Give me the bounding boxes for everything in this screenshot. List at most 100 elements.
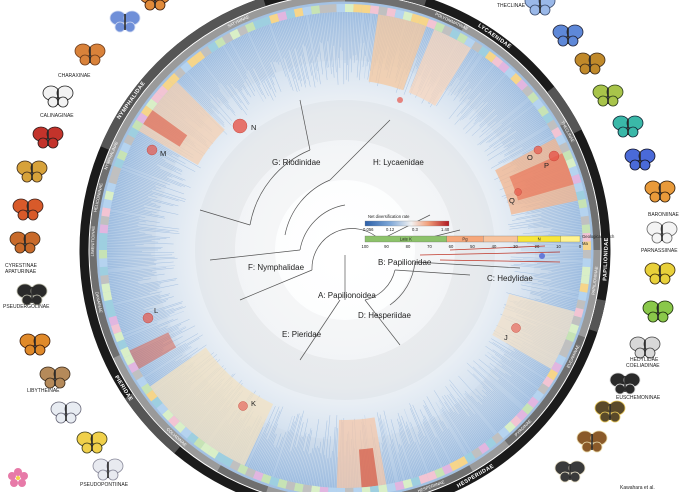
tip-color-bars bbox=[99, 4, 591, 492]
butterfly-body bbox=[65, 405, 67, 421]
tip-branch bbox=[122, 311, 185, 335]
tip-branch bbox=[409, 403, 438, 470]
tip-branch bbox=[274, 430, 290, 478]
tip-branch bbox=[310, 14, 321, 85]
butterfly-body bbox=[34, 337, 36, 353]
tip-branch bbox=[515, 114, 541, 132]
outer-ring bbox=[79, 0, 611, 492]
tip-color-bar bbox=[151, 396, 163, 409]
legend-tick-3: 1.40 bbox=[441, 227, 450, 232]
label-riodinidae: G: Riodinidae bbox=[272, 158, 321, 167]
tip-branch bbox=[207, 55, 242, 104]
epoch-label: Geological epoch bbox=[582, 234, 615, 239]
tip-color-bar bbox=[418, 16, 430, 27]
tip-branch bbox=[177, 80, 221, 125]
tip-color-bar bbox=[268, 476, 280, 487]
clade-labels: A: Papilionoidea B: Papilionidae C: Hedy… bbox=[248, 158, 533, 339]
tip-branch bbox=[490, 380, 522, 410]
tip-branch bbox=[351, 12, 354, 73]
tip-branch bbox=[368, 13, 376, 62]
tip-branch bbox=[507, 109, 538, 133]
tip-branch bbox=[276, 415, 296, 478]
tip-color-bar bbox=[327, 4, 337, 13]
butterfly-hindwing-left bbox=[629, 159, 641, 171]
tip-color-bar bbox=[386, 482, 397, 492]
tip-branch bbox=[482, 389, 512, 421]
tip-branch bbox=[125, 157, 173, 178]
tip-branch bbox=[457, 56, 484, 93]
tip-branch bbox=[428, 418, 451, 464]
butterfly-body bbox=[607, 88, 609, 104]
tip-branch bbox=[313, 14, 320, 55]
tip-color-bar bbox=[180, 426, 193, 439]
tip-branch bbox=[442, 396, 477, 449]
tip-color-bar bbox=[151, 91, 163, 104]
tip-color-bar bbox=[573, 307, 584, 318]
tip-branch bbox=[108, 273, 155, 281]
epoch-segment-4 bbox=[560, 235, 581, 243]
tip-color-bar bbox=[302, 6, 312, 16]
tip-branch bbox=[288, 422, 304, 482]
tip-branch bbox=[108, 219, 180, 230]
tip-color-bar bbox=[369, 5, 380, 15]
tip-color-bar bbox=[426, 18, 438, 30]
tip-color-bar bbox=[244, 467, 256, 479]
tip-branch bbox=[465, 84, 517, 134]
tip-branch bbox=[285, 19, 302, 82]
butterfly-hindwing-left bbox=[581, 441, 593, 453]
tip-branch bbox=[318, 13, 322, 44]
tip-color-bar bbox=[456, 456, 468, 468]
butterfly-hindwing-left bbox=[579, 63, 591, 75]
tip-color-bar bbox=[562, 339, 574, 351]
tip-branch bbox=[467, 65, 496, 100]
tip-branch bbox=[477, 102, 532, 146]
tip-branch bbox=[484, 112, 540, 152]
tip-branch bbox=[503, 120, 546, 148]
tip-branch bbox=[541, 210, 580, 217]
tip-color-bar bbox=[127, 127, 139, 139]
tip-color-bar bbox=[434, 467, 446, 479]
tip-branch bbox=[115, 185, 158, 198]
butterfly-hindwing-right bbox=[591, 441, 603, 453]
tip-branch bbox=[254, 29, 275, 78]
butterfly-hindwing-left bbox=[81, 442, 93, 454]
sub-calinaginae: CALINAGINAE bbox=[40, 113, 74, 119]
tip-branch bbox=[552, 224, 582, 229]
butterfly-icon bbox=[50, 401, 82, 424]
epoch-tick-5: 50 bbox=[470, 244, 475, 249]
tip-color-bar bbox=[100, 215, 110, 226]
tip-color-bar bbox=[174, 67, 186, 79]
ring-label-danainae: DANAINAE bbox=[94, 291, 103, 313]
tip-branch bbox=[143, 346, 191, 377]
tip-branch bbox=[137, 132, 201, 169]
sub-charaxinae: CHARAXINAE bbox=[58, 73, 91, 79]
tip-color-bar bbox=[222, 456, 234, 468]
tip-branch bbox=[198, 62, 220, 90]
tip-branch bbox=[503, 353, 545, 381]
tip-branch bbox=[321, 454, 326, 487]
tip-branch bbox=[489, 363, 533, 397]
sub-apaturinae: APATURINAE bbox=[5, 269, 37, 275]
tip-branch bbox=[531, 274, 581, 282]
epoch-tick-2: 80 bbox=[406, 244, 411, 249]
tip-branch bbox=[285, 410, 304, 481]
tip-branch bbox=[329, 12, 335, 78]
tip-branch bbox=[127, 153, 161, 168]
tip-branch bbox=[398, 432, 413, 479]
butterfly-hindwing-left bbox=[47, 96, 59, 108]
tip-branch bbox=[383, 410, 402, 482]
label-hedylidae: C: Hedylidae bbox=[487, 274, 533, 283]
tip-branch bbox=[418, 431, 435, 471]
tip-branch bbox=[475, 75, 507, 110]
tip-branch bbox=[474, 82, 515, 122]
tip-branch bbox=[243, 34, 266, 81]
tip-branch bbox=[469, 77, 510, 120]
tip-branch bbox=[343, 12, 345, 85]
tip-branch bbox=[397, 418, 416, 478]
tip-color-bar bbox=[106, 182, 117, 193]
tip-branch bbox=[108, 267, 174, 276]
tip-branch bbox=[543, 255, 583, 257]
tip-branch bbox=[492, 342, 547, 377]
butterfly-body bbox=[624, 376, 626, 392]
outer-ring-segment-3 bbox=[124, 393, 181, 454]
